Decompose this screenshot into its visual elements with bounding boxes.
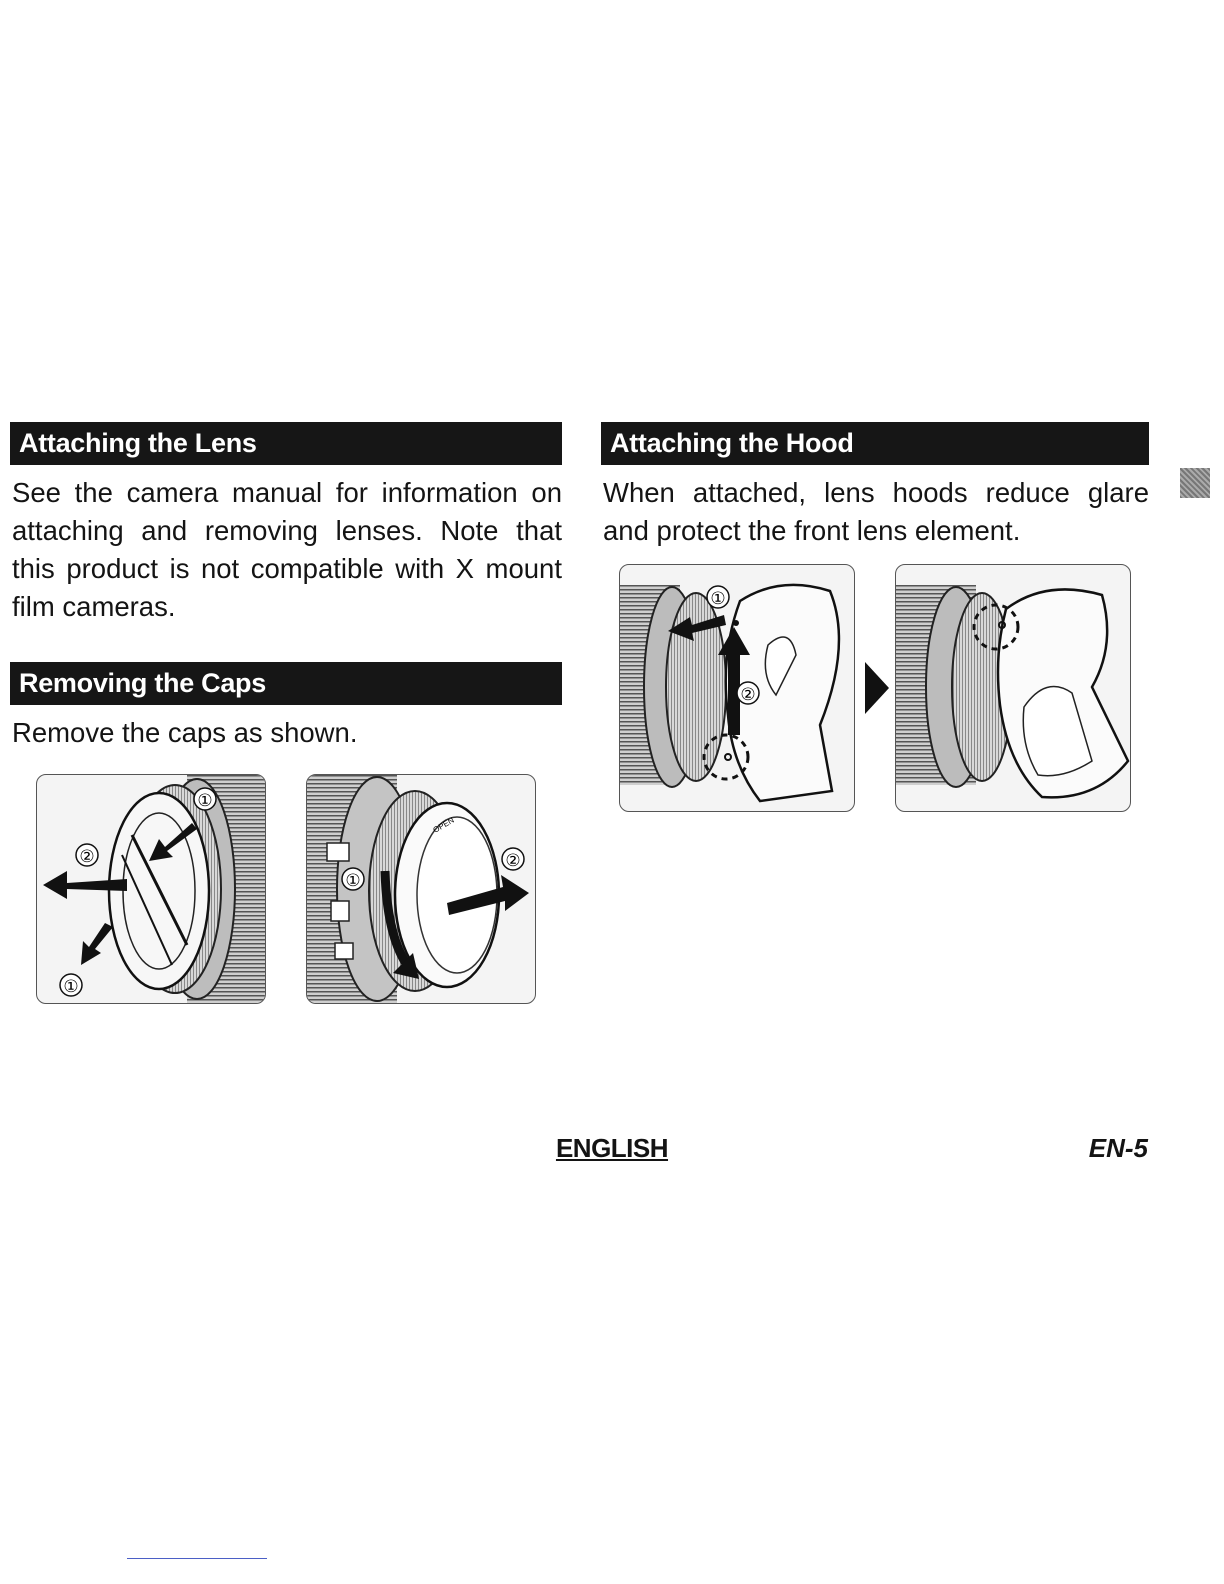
section-heading-removing-caps: Removing the Caps bbox=[10, 662, 562, 705]
front-cap-label-2: ② bbox=[79, 847, 94, 866]
rear-cap-illustration: OPEN ① ② bbox=[306, 774, 536, 1004]
section-edge-tab bbox=[1180, 468, 1210, 498]
hood-align-illustration: ① ② bbox=[619, 564, 855, 812]
left-column: Attaching the Lens See the camera manual… bbox=[10, 422, 562, 1004]
attaching-lens-text: See the camera manual for information on… bbox=[12, 477, 562, 622]
right-column: Attaching the Hood When attached, lens h… bbox=[601, 422, 1149, 812]
attaching-hood-text: When attached, lens hoods reduce glare a… bbox=[603, 477, 1149, 546]
bottom-rule bbox=[127, 1558, 267, 1559]
section-heading-attaching-hood: Attaching the Hood bbox=[601, 422, 1149, 465]
rear-cap-label-1: ① bbox=[345, 871, 360, 890]
removing-caps-text: Remove the caps as shown. bbox=[12, 717, 358, 748]
caps-figures: ① ② ① OPEN bbox=[10, 774, 562, 1004]
front-cap-illustration: ① ② ① bbox=[36, 774, 266, 1004]
hood-figures: ① ② bbox=[619, 564, 1149, 812]
hood-attached-illustration bbox=[895, 564, 1131, 812]
section-heading-attaching-lens: Attaching the Lens bbox=[10, 422, 562, 465]
front-cap-label-1b: ① bbox=[63, 977, 78, 996]
hood-label-1: ① bbox=[710, 589, 725, 608]
next-step-arrow-icon bbox=[865, 662, 889, 714]
front-cap-label-1: ① bbox=[197, 791, 212, 810]
rear-cap-label-2: ② bbox=[505, 851, 520, 870]
footer-language-label: ENGLISH bbox=[555, 1133, 669, 1163]
hood-label-2: ② bbox=[740, 685, 755, 704]
footer-page-number: EN-5 bbox=[1088, 1133, 1148, 1163]
